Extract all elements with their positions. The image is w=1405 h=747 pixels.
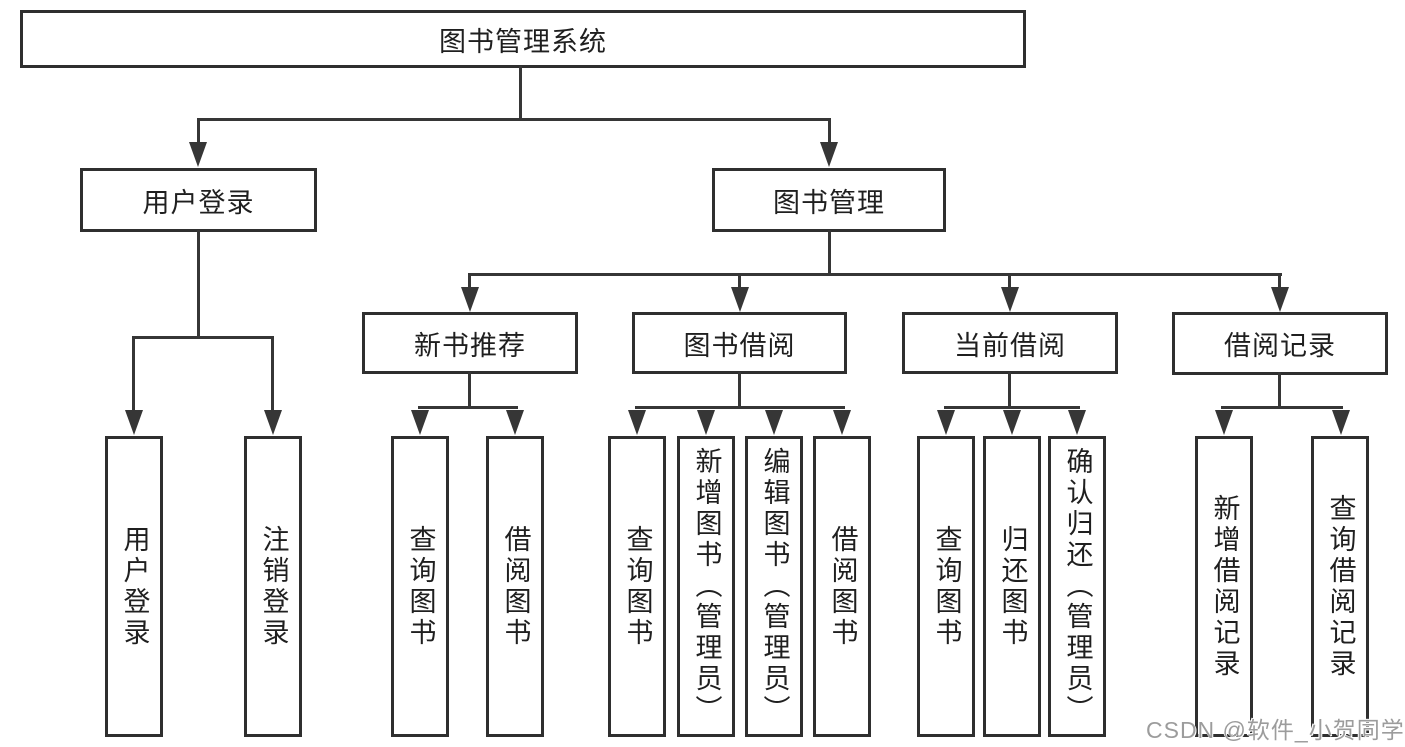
arrowhead-leaf bbox=[1215, 410, 1233, 435]
leaf-add-book-admin: 新增图书（管理员） bbox=[677, 436, 735, 737]
connector-new-rec-bar bbox=[418, 406, 518, 409]
node-book-management: 图书管理 bbox=[712, 168, 946, 232]
connector-level1-bar bbox=[197, 118, 831, 121]
leaf-logout: 注销登录 bbox=[244, 436, 302, 737]
leaf-query-book-recommend: 查询图书 bbox=[391, 436, 449, 737]
connector-borrow-records-bar bbox=[1221, 406, 1343, 409]
leaf-confirm-return-admin: 确认归还（管理员） bbox=[1048, 436, 1106, 737]
arrowhead-leaf bbox=[125, 410, 143, 435]
leaf-add-borrow-record: 新增借阅记录 bbox=[1195, 436, 1253, 737]
arrowhead-leaf bbox=[628, 410, 646, 435]
connector-current-borrow-stem bbox=[1008, 372, 1011, 409]
leaf-query-book-borrow: 查询图书 bbox=[608, 436, 666, 737]
connector-level2-drop bbox=[1008, 273, 1011, 293]
connector-leaf-drop bbox=[271, 336, 274, 414]
arrowhead-new-book-recommend bbox=[461, 287, 479, 312]
connector-user-login-stem bbox=[197, 230, 200, 339]
connector-new-rec-stem bbox=[468, 372, 471, 409]
arrowhead-leaf bbox=[1332, 410, 1350, 435]
leaf-borrow-book: 借阅图书 bbox=[813, 436, 871, 737]
leaf-return-book: 归还图书 bbox=[983, 436, 1041, 737]
arrowhead-leaf bbox=[411, 410, 429, 435]
arrowhead-user-login bbox=[189, 142, 207, 167]
connector-level2-drop bbox=[1278, 273, 1281, 293]
leaf-user-login: 用户登录 bbox=[105, 436, 163, 737]
connector-level2-drop bbox=[468, 273, 471, 293]
arrowhead-borrow-records bbox=[1271, 287, 1289, 312]
arrowhead-book-mgmt bbox=[820, 142, 838, 167]
connector-user-login-drop bbox=[197, 118, 200, 148]
arrowhead-book-borrow bbox=[731, 287, 749, 312]
node-book-borrow: 图书借阅 bbox=[632, 312, 847, 374]
node-borrow-records: 借阅记录 bbox=[1172, 312, 1388, 375]
node-current-borrow: 当前借阅 bbox=[902, 312, 1118, 374]
arrowhead-leaf bbox=[506, 410, 524, 435]
connector-user-login-bar bbox=[132, 336, 274, 339]
connector-book-borrow-bar bbox=[635, 406, 845, 409]
connector-book-borrow-stem bbox=[738, 372, 741, 409]
connector-borrow-records-stem bbox=[1278, 372, 1281, 409]
node-user-login: 用户登录 bbox=[80, 168, 317, 232]
arrowhead-current-borrow bbox=[1001, 287, 1019, 312]
node-new-book-recommend: 新书推荐 bbox=[362, 312, 578, 374]
connector-leaf-drop bbox=[132, 336, 135, 414]
connector-level2-drop bbox=[738, 273, 741, 293]
csdn-watermark: CSDN @软件_小贺同学 bbox=[1146, 717, 1405, 743]
arrowhead-leaf bbox=[1068, 410, 1086, 435]
node-root: 图书管理系统 bbox=[20, 10, 1026, 68]
leaf-borrow-book-recommend: 借阅图书 bbox=[486, 436, 544, 737]
arrowhead-leaf bbox=[264, 410, 282, 435]
arrowhead-leaf bbox=[1003, 410, 1021, 435]
arrowhead-leaf bbox=[765, 410, 783, 435]
connector-root-stem bbox=[519, 66, 522, 120]
leaf-query-borrow-record: 查询借阅记录 bbox=[1311, 436, 1369, 737]
connector-book-mgmt-stem bbox=[828, 230, 831, 276]
connector-current-borrow-bar bbox=[944, 406, 1080, 409]
connector-level2-bar bbox=[468, 273, 1282, 276]
connector-book-mgmt-drop bbox=[828, 118, 831, 148]
leaf-query-book-current: 查询图书 bbox=[917, 436, 975, 737]
arrowhead-leaf bbox=[697, 410, 715, 435]
arrowhead-leaf bbox=[833, 410, 851, 435]
arrowhead-leaf bbox=[937, 410, 955, 435]
leaf-edit-book-admin: 编辑图书（管理员） bbox=[745, 436, 803, 737]
